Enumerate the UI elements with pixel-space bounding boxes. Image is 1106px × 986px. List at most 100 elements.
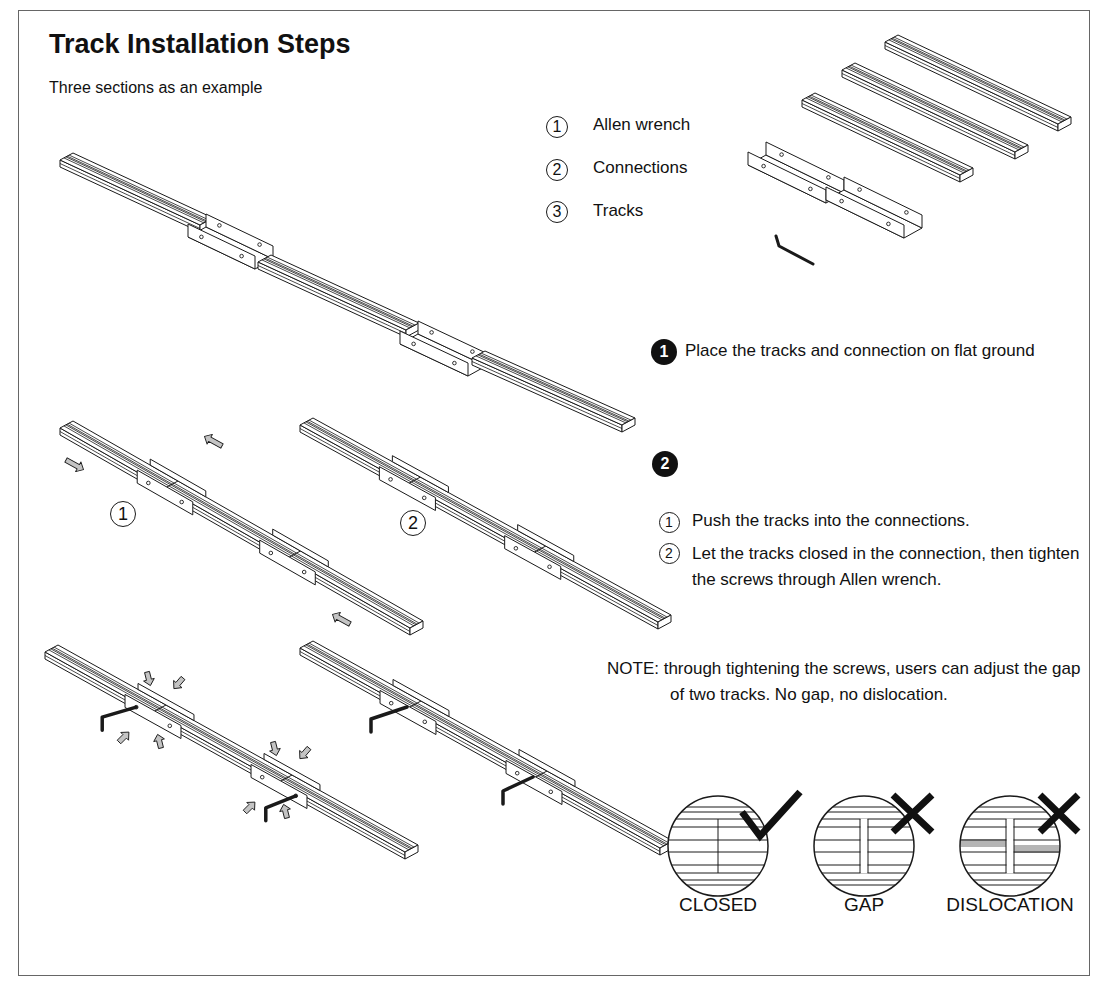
callout-circle: 2 — [546, 159, 568, 181]
subtitle: Three sections as an example — [49, 78, 262, 97]
screw-hole — [423, 720, 427, 724]
part-outline — [188, 224, 255, 269]
push-arrow — [63, 455, 86, 474]
track-groove — [60, 164, 200, 229]
callout-number: 2 — [408, 514, 418, 532]
track-groove — [885, 46, 1058, 128]
connection-plate — [970, 880, 1050, 885]
track-groove — [66, 157, 206, 222]
screw-hole — [180, 500, 184, 504]
connection-plate — [970, 807, 1050, 812]
screw-hole — [453, 361, 457, 365]
part-outline — [842, 70, 1015, 159]
track-groove — [300, 652, 660, 852]
zoom-detail — [814, 807, 914, 885]
screw-hole — [147, 481, 151, 485]
part-outline — [802, 100, 960, 182]
step-text: Push the tracks into the connections. — [692, 511, 970, 531]
screw-hole — [302, 570, 306, 574]
track-groove — [481, 353, 631, 420]
track-groove — [304, 423, 662, 620]
track-groove — [809, 96, 967, 171]
connection-piece — [826, 177, 922, 238]
screw-hole — [471, 350, 475, 354]
zoom-view — [668, 796, 768, 896]
connection-plate — [678, 880, 758, 885]
callout-circle: 1 — [659, 512, 680, 533]
track-end — [1014, 819, 1015, 873]
zoom-circle — [960, 796, 1060, 896]
part-outline — [400, 331, 468, 376]
track-section — [885, 35, 1071, 131]
part-outline — [802, 93, 973, 175]
arrow-shape — [241, 798, 259, 816]
track-joint — [718, 819, 719, 873]
track-groove — [307, 421, 665, 618]
allen-wrench — [503, 777, 533, 804]
arrow-shape — [330, 610, 353, 629]
track-groove — [45, 656, 405, 856]
track-assembly — [300, 418, 671, 629]
screw-hole — [827, 176, 831, 180]
track-groove — [267, 257, 415, 325]
arrow-shape — [142, 671, 156, 687]
push-arrow — [330, 610, 353, 629]
callout-circle: 2 — [659, 543, 680, 564]
zoom-ground — [668, 796, 768, 896]
screw-hole — [200, 235, 204, 239]
allen-wrench — [776, 236, 813, 264]
screw-hole — [389, 701, 393, 705]
track-section — [258, 255, 419, 337]
part-outline — [885, 42, 1058, 131]
part-outline — [300, 418, 671, 622]
part-outline — [60, 160, 200, 232]
screw-hole — [780, 153, 784, 157]
track-groove — [808, 97, 966, 172]
track-groove — [69, 155, 209, 220]
arrow-shape — [296, 744, 313, 762]
track-groove — [300, 429, 658, 626]
part-name: Allen wrench — [593, 115, 690, 135]
screw-hole — [412, 342, 416, 346]
screw-hole — [168, 724, 172, 728]
note-text: NOTE: through tightening the screws, use… — [607, 656, 1082, 708]
zoom-circle — [668, 796, 768, 896]
track-groove — [472, 362, 622, 429]
step-text: Let the tracks closed in the connection,… — [692, 541, 1082, 593]
part-outline — [260, 540, 316, 585]
arrow-shape — [278, 803, 292, 819]
page-frame — [19, 11, 1090, 976]
zoom-circle — [814, 796, 914, 896]
push-arrow — [268, 741, 282, 757]
track-section — [60, 153, 213, 232]
track-groove — [842, 74, 1015, 156]
screw-hole — [269, 551, 273, 555]
push-arrow — [202, 432, 225, 451]
part-outline — [125, 694, 181, 738]
track-section — [300, 418, 671, 629]
screw-hole — [887, 222, 891, 226]
status-label: CLOSED — [679, 894, 757, 917]
zoom-detail — [668, 807, 768, 885]
screw-hole — [422, 496, 426, 500]
track-groove — [811, 95, 969, 170]
track-groove — [67, 156, 207, 221]
part-outline — [379, 467, 435, 511]
zoom-ground — [814, 796, 914, 896]
screw-hole — [258, 243, 262, 247]
allen-wrench — [102, 707, 136, 730]
screw-hole — [515, 771, 519, 775]
part-outline — [505, 536, 561, 580]
track-groove — [306, 422, 664, 619]
part-outline — [748, 152, 826, 203]
illustration — [45, 35, 1078, 896]
allen-wrench — [266, 796, 296, 821]
track-section — [472, 351, 635, 432]
screw-hole — [809, 187, 813, 191]
screw-hole — [840, 199, 844, 203]
track-groove — [265, 258, 413, 326]
zoom-view — [814, 796, 914, 896]
callout-number: 3 — [553, 204, 562, 220]
part-outline — [258, 262, 406, 337]
